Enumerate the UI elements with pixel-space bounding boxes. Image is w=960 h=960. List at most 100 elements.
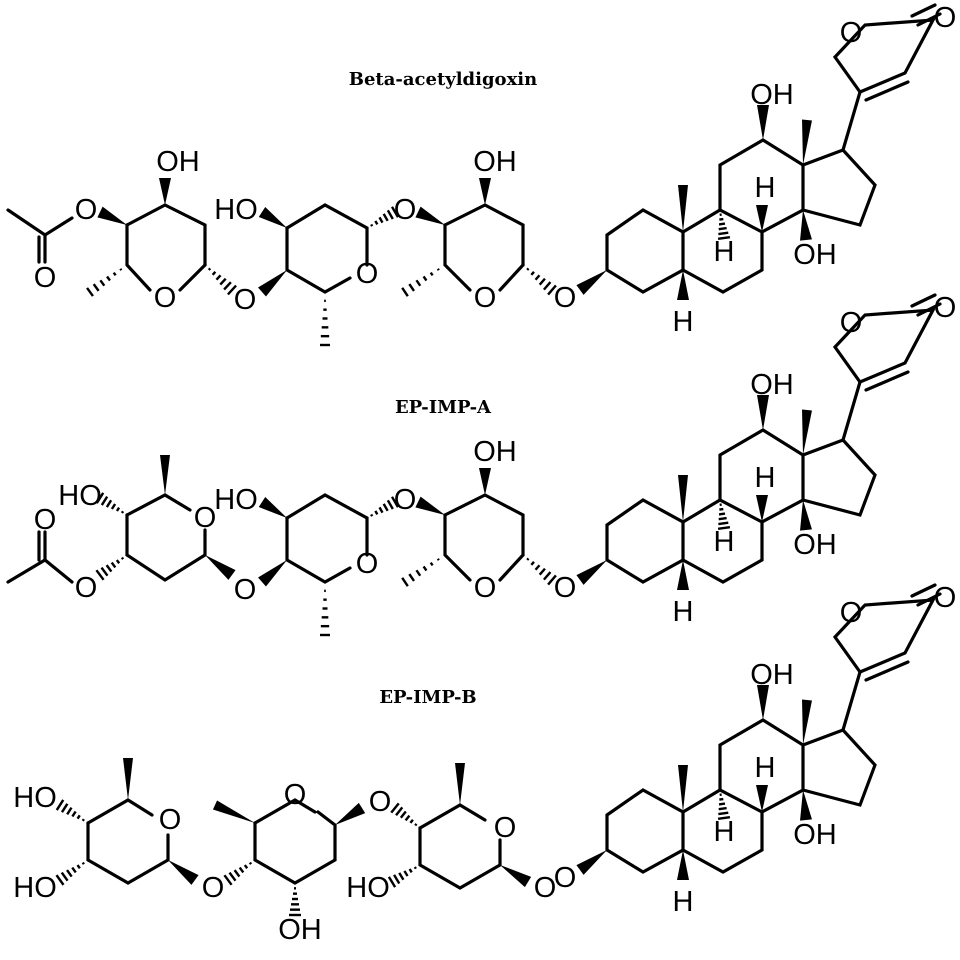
ring-b [681, 788, 764, 874]
wedge-bond [500, 865, 532, 888]
ring-a [605, 498, 685, 584]
molecule-name: EP-IMP-B [379, 687, 476, 708]
hash-bond [717, 793, 731, 821]
lactone-ring [832, 18, 936, 94]
atom-label-oh: OH [473, 146, 517, 178]
wedge-bond [757, 685, 769, 720]
hash-bond [207, 267, 237, 296]
atom-label-o: O [234, 574, 257, 606]
sugar-1b [125, 513, 207, 582]
hash-bond [370, 206, 400, 227]
sugar-2 [285, 203, 369, 267]
carbonyl [910, 3, 937, 18]
hash-bond [370, 496, 400, 517]
atom-label-o: O [75, 194, 98, 226]
hash-bond [55, 799, 85, 822]
sugar-2b [285, 226, 352, 294]
hash-bond [223, 861, 253, 886]
sugar-3b [443, 513, 472, 582]
hash-bond [526, 267, 557, 296]
side-chain [841, 380, 862, 442]
hash-bond [95, 556, 125, 581]
atom-label-ho: HO [58, 480, 102, 512]
sugar-3c [498, 553, 525, 582]
atom-label-h: H [673, 306, 694, 338]
hash-bond [390, 802, 418, 827]
atom-label-oh: OH [278, 914, 322, 946]
wedge-bond [258, 496, 287, 518]
atom-label-o: O [154, 282, 177, 314]
atom-label-ho: HO [13, 782, 57, 814]
atom-label-o: O [394, 484, 417, 516]
ring-c [718, 138, 805, 234]
wedge-bond [800, 790, 812, 821]
wedge-bond [258, 560, 287, 587]
s1 [86, 798, 154, 825]
sugar-3c [498, 263, 525, 292]
atom-label-o: O [394, 194, 417, 226]
atom-label-o: O [474, 572, 497, 604]
atom-label-o: O [234, 284, 257, 316]
wedge-bond [757, 105, 769, 140]
atom-label-o: O [34, 504, 57, 536]
wedge-bond [756, 785, 768, 812]
atom-label-o: O [194, 502, 217, 534]
hash-bond [320, 299, 330, 347]
atom-label-oh: OH [473, 436, 517, 468]
atom-label-o: O [554, 572, 577, 604]
sugar-1b [125, 223, 152, 292]
wedge-bond [678, 185, 688, 232]
atom-label-o: O [159, 804, 182, 836]
atom-label-ho: HO [346, 872, 390, 904]
hash-bond [387, 866, 417, 888]
atom-label-oh: OH [156, 146, 200, 178]
molecule-name: Beta-acetyldigoxin [349, 69, 537, 90]
wedge-bond [479, 468, 491, 495]
ring-b [681, 498, 764, 584]
atom-label-oh: OH [793, 529, 837, 561]
wedge-bond [756, 205, 768, 232]
lactone-double-bond [864, 80, 910, 102]
atom-label-oh: OH [793, 819, 837, 851]
carbonyl [910, 583, 937, 598]
atom-label-o: O [554, 862, 577, 894]
wedge-bond [212, 800, 255, 823]
atom-label-h: H [714, 816, 735, 848]
ring-d [801, 728, 877, 807]
carbonyl-2 [916, 302, 942, 317]
lactone-ring [832, 598, 936, 674]
atom-label-ho: HO [214, 484, 258, 516]
molecule-name: EP-IMP-A [395, 397, 492, 418]
atom-label-o: O [840, 597, 863, 629]
ring-d [801, 438, 877, 517]
atom-label-o: O [494, 812, 517, 844]
wedge-bond [415, 496, 445, 515]
lactone-ring [832, 308, 936, 384]
hash-bond [289, 887, 301, 917]
atom-label-o: O [840, 307, 863, 339]
wedge-bond [757, 395, 769, 430]
acetyl [6, 208, 74, 237]
side-chain [841, 90, 862, 152]
wedge-bond [415, 206, 445, 225]
atom-label-h: H [673, 886, 694, 918]
wedge-bond [800, 500, 812, 531]
ring-a [605, 208, 685, 294]
atom-label-o: O [356, 258, 379, 290]
sugar-1 [125, 203, 207, 267]
ring-c [718, 428, 805, 524]
atom-label-o: O [34, 262, 57, 294]
lactone-double-bond [864, 660, 910, 682]
hash-bond [717, 503, 731, 531]
wedge-bond [576, 850, 607, 875]
atom-label-h: H [755, 462, 776, 494]
wedge-bond [576, 560, 607, 585]
hash-bond [320, 589, 330, 637]
wedge-bond [800, 210, 812, 241]
wedge-bond [678, 475, 688, 522]
sugar-1c [178, 263, 207, 292]
